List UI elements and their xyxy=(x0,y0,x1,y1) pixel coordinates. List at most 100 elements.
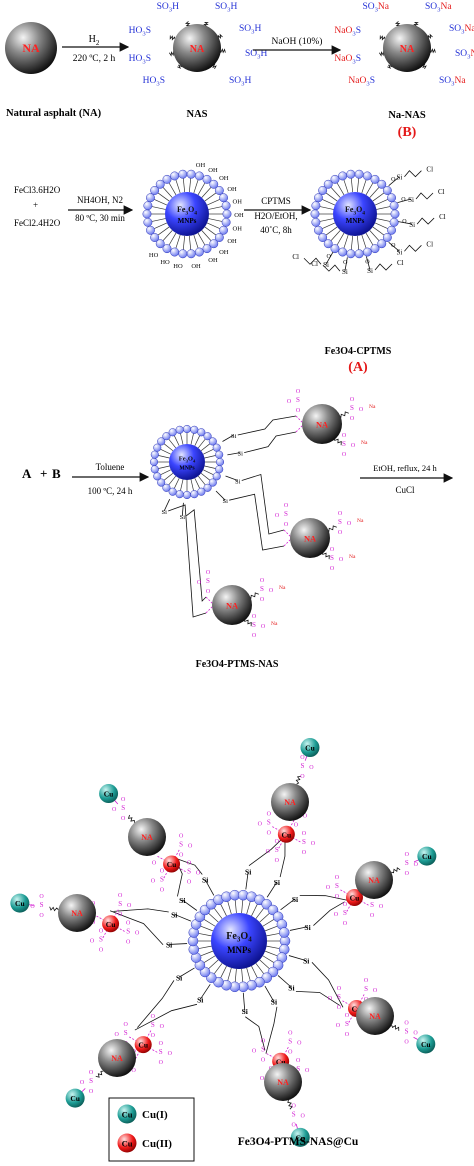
reactant-plus: + xyxy=(33,200,38,210)
sulfonate-o-label: O xyxy=(294,823,299,829)
sulfonate-o-label: O xyxy=(121,797,126,803)
sulfonate-s-label: S xyxy=(89,1077,93,1085)
sulfo-linker xyxy=(391,867,401,874)
sulfonate-o-label: O xyxy=(39,913,44,919)
shell-bead xyxy=(215,450,224,459)
cu-ii-ion xyxy=(134,1036,152,1054)
cu-ii-ion xyxy=(102,915,120,933)
sulfonate-s-label: S xyxy=(206,577,210,585)
shell-bead xyxy=(162,244,172,254)
sulfonate-o-label: O xyxy=(80,1080,85,1086)
sulfonate-o-label: O xyxy=(350,397,355,403)
surfactant-tail xyxy=(330,230,341,241)
nas-sphere-label: NA xyxy=(369,1012,381,1021)
cu-i-label: Cu xyxy=(305,744,315,753)
propyl-chain xyxy=(137,980,175,1028)
silicon-label: Si xyxy=(231,433,237,440)
sulfo-group-label: HO3S xyxy=(143,76,165,88)
cu-ii-ion xyxy=(345,889,363,907)
shell-bead xyxy=(190,490,199,499)
sulfonate-o-label: O xyxy=(359,407,364,413)
siloxane-bond xyxy=(204,879,215,896)
sulfo-linker xyxy=(243,618,252,627)
silicon-label: Si xyxy=(197,995,203,1004)
shell-bead xyxy=(370,174,380,184)
sulfonate-bridge xyxy=(295,423,305,433)
surfactant-tail xyxy=(322,199,336,206)
shell-bead xyxy=(314,225,323,235)
sulfonate-o-label: O xyxy=(275,513,280,519)
condition-solvent: H2O/EtOH, xyxy=(254,211,297,221)
sulfonate-o-label: O xyxy=(160,888,165,894)
shell-bead xyxy=(221,201,231,211)
cu-i-bond xyxy=(28,904,34,906)
sulfonate-s-label: S xyxy=(179,840,183,848)
surfactant-tail xyxy=(361,234,367,249)
sulfonate-o-label: O xyxy=(342,433,347,439)
chloride-label: Cl xyxy=(311,260,318,268)
sulfonate-o-label: O xyxy=(126,920,131,926)
shell-bead xyxy=(208,478,217,487)
surfactant-tail xyxy=(182,235,186,250)
sulfo-group-label: SO3H xyxy=(215,2,237,14)
surfactant-tail xyxy=(376,206,391,210)
silicon-label: Si xyxy=(367,267,373,275)
surfactant-tail xyxy=(197,232,206,246)
nas-sphere: NA xyxy=(302,404,342,444)
sulfonate-o-label: O xyxy=(338,511,343,517)
nas-sphere: NA xyxy=(290,518,330,558)
nas-sphere-label: NA xyxy=(316,420,328,429)
sulfonate-s-label: S xyxy=(302,838,306,846)
oxygen-label: O xyxy=(365,259,370,265)
na-nas-sphere-group: SO3NaSO3NaSO3NaSO3NaNaO3SNaO3SSO3NaNaO3S… xyxy=(334,2,474,88)
sulfonate-o-label: O xyxy=(187,861,192,867)
sulfonate-o-label: O xyxy=(288,1050,293,1056)
cu-ligand-bond xyxy=(142,1029,152,1045)
nas-sphere: NA xyxy=(58,894,96,932)
shell-bead xyxy=(190,425,199,434)
sulfonate-o-label: O xyxy=(99,947,104,953)
nas-sphere-body xyxy=(58,894,96,932)
surfactant-tail xyxy=(162,230,173,241)
nas-sphere-label: NA xyxy=(111,1054,123,1063)
core-label-formula: Fe3O4 xyxy=(226,931,252,944)
reagent-cucl: CuCl xyxy=(395,485,415,495)
surfactant-tail xyxy=(208,218,223,222)
cu-ii-ion xyxy=(277,825,295,843)
shell-bead xyxy=(153,472,162,481)
sulfo-group-label: NaO3S xyxy=(348,76,375,88)
na-core-sphere-body xyxy=(383,24,431,72)
sulfonate-s-label: S xyxy=(40,901,44,909)
surfactant-tail xyxy=(246,967,251,981)
sulfonate-s-label: S xyxy=(267,819,271,827)
silicon-label: Si xyxy=(271,998,277,1007)
siloxane-bond xyxy=(215,490,226,501)
oxygen-label: O xyxy=(391,177,396,183)
sulfonate-o-label: O xyxy=(335,894,340,900)
surfactant-tail xyxy=(264,925,278,932)
na-sphere-label: NA xyxy=(22,41,40,55)
shell-bead xyxy=(389,217,399,227)
surfactant-tail xyxy=(206,222,220,229)
sulfonate-s-label: S xyxy=(284,510,288,518)
sulfonate-o-label: O xyxy=(288,1031,293,1037)
sulfonate-o-label: O xyxy=(370,913,375,919)
sulfonate-s-label: S xyxy=(292,1110,296,1118)
siloxane-bond xyxy=(264,985,275,1002)
sulfo-linker xyxy=(169,35,176,41)
shell-bead xyxy=(170,171,180,181)
surfactant-tail xyxy=(182,178,186,193)
propyl-chain xyxy=(374,263,393,271)
nas-sphere: NA xyxy=(355,861,393,899)
surfactant-tail xyxy=(208,913,219,923)
hydroxyl-label: HO xyxy=(149,252,159,259)
sulfonate-s-label: S xyxy=(261,1046,265,1054)
shell-bead xyxy=(212,472,221,481)
